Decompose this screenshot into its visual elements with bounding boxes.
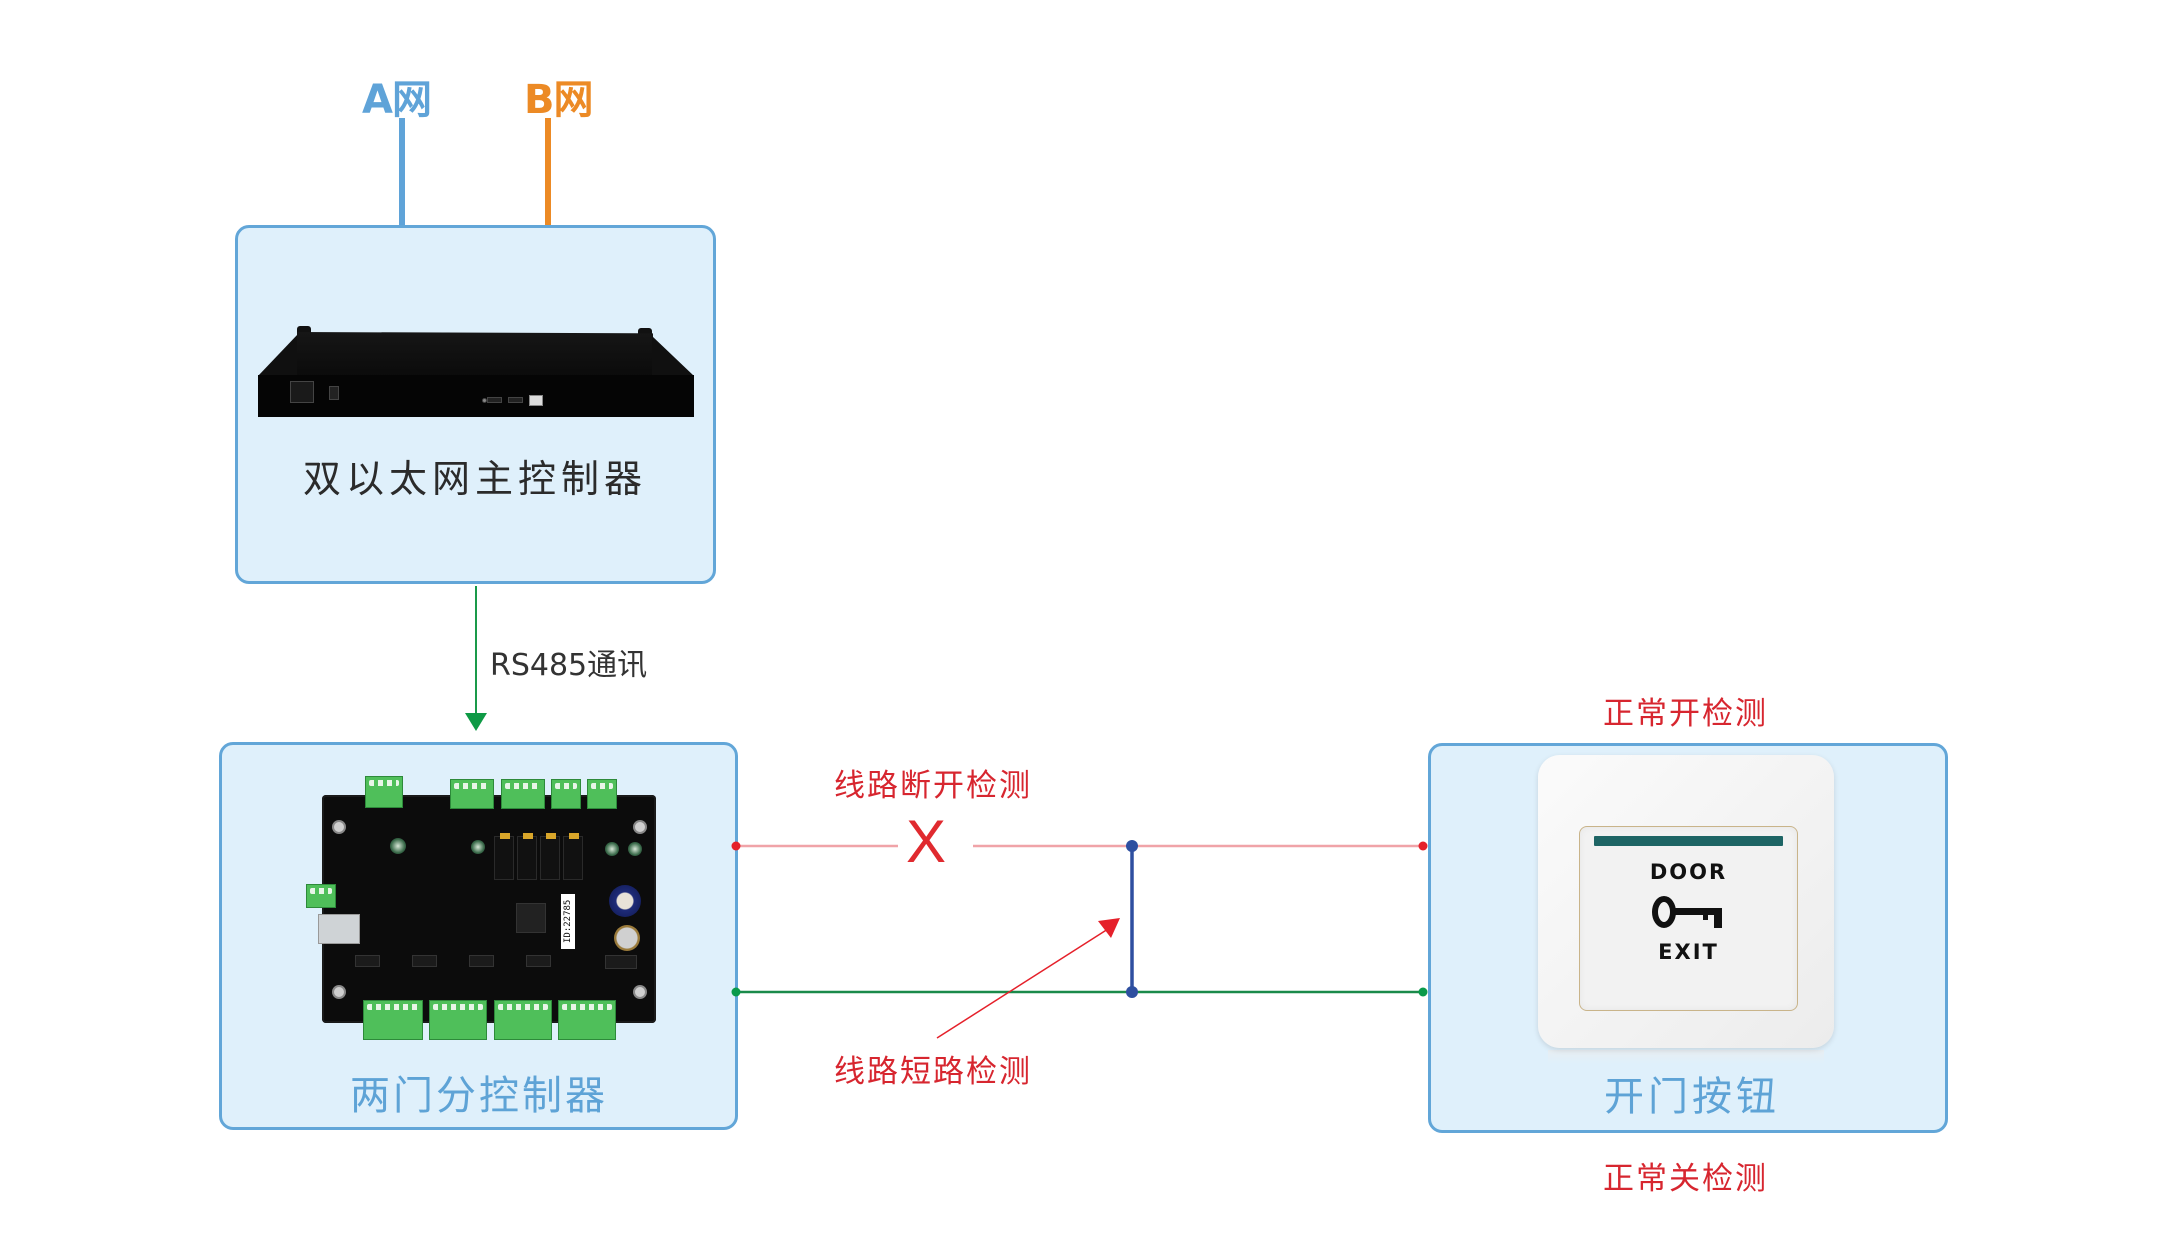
rack-ear-right [638,328,652,338]
network-a-line [399,118,405,226]
capacitor-icon [605,842,619,856]
open-circuit-x-icon: X [906,808,947,875]
sub-controller-title: 两门分控制器 [350,1073,608,1119]
coin-battery-icon [614,925,640,951]
mcu-chip-icon [516,903,546,933]
signal-terminal-left [731,841,741,851]
normally-open-label: 正常开检测 [1603,696,1768,732]
mounting-hole-icon [633,820,647,834]
rack-top [297,332,653,376]
exit-switch-button[interactable] [1579,826,1798,1011]
audio-port-icon [482,398,487,403]
network-b-label: B网 [524,77,593,123]
capacitor-icon [628,842,642,856]
ground-terminal-left [731,987,741,997]
terminal-block [306,884,336,908]
network-b-line [545,118,551,226]
hdmi-out-port-icon [508,397,523,403]
main-controller-title: 双以太网主控制器 [303,457,648,501]
short-node-top [1126,840,1138,852]
mounting-hole-icon [332,985,346,999]
relay-icon [517,833,537,880]
terminal-block [587,779,617,809]
key-icon [1652,896,1722,928]
exit-button-title: 开门按钮 [1604,1074,1780,1120]
relay-icon [540,833,560,880]
terminal-block [365,776,403,808]
capacitor-large-icon [609,885,641,917]
short-circuit-label: 线路短路检测 [834,1054,1032,1090]
terminal-block [551,779,581,809]
mounting-hole-icon [332,820,346,834]
chip-icon [526,955,551,967]
exit-text: EXIT [1658,940,1719,964]
power-socket-icon [290,381,314,403]
chip-icon [469,955,494,967]
relay-icon [563,833,583,880]
header-connector-icon [605,955,637,969]
terminal-block [450,779,494,809]
chip-icon [412,955,437,967]
plate-reflection [1548,1050,1824,1064]
signal-terminal-right [1418,841,1428,851]
short-pointer-arrowhead [1098,918,1120,938]
relay-icon [494,833,514,880]
rs485-arrowhead [465,713,487,731]
ground-terminal-right [1418,987,1428,997]
capacitor-icon [390,838,406,854]
terminal-block [429,1000,487,1040]
led-indicator-bar [1594,836,1783,846]
hdmi-in-port-icon [487,397,502,403]
pcb-board [322,795,656,1023]
terminal-block [494,1000,552,1040]
chip-icon [355,955,380,967]
power-switch-icon [329,386,339,400]
open-circuit-label: 线路断开检测 [834,768,1032,804]
ethernet-jack-icon [318,914,360,944]
terminal-block [558,1000,616,1040]
ethernet-port-icon [529,395,543,406]
rs485-label: RS485通讯 [490,648,648,683]
normally-closed-label: 正常关检测 [1603,1161,1768,1197]
mounting-hole-icon [633,985,647,999]
short-pointer-line [936,928,1109,1039]
network-a-label: A网 [362,77,432,123]
short-node-bottom [1126,986,1138,998]
rack-ear-left [297,326,311,336]
terminal-block [501,779,545,809]
terminal-block [363,1000,423,1040]
door-text: DOOR [1649,860,1728,884]
capacitor-icon [471,840,485,854]
